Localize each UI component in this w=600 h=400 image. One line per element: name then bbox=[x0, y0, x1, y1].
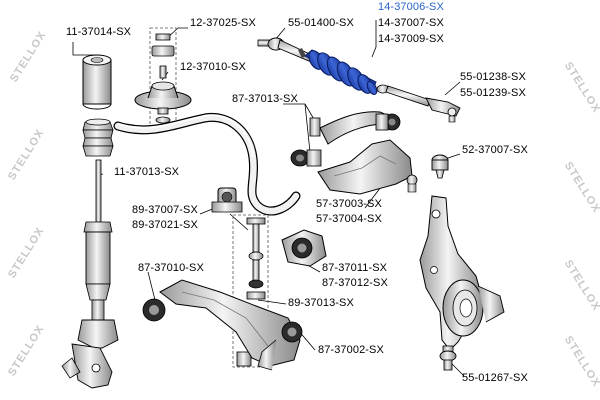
part-label-14-37006[interactable]: 14-37006-SX bbox=[378, 1, 444, 13]
part-label-55-01239[interactable]: 55-01239-SX bbox=[460, 87, 526, 99]
part-label-87-37011[interactable]: 87-37011-SX bbox=[322, 262, 388, 274]
part-label-87-37012[interactable]: 87-37012-SX bbox=[322, 277, 388, 289]
stabilizer-bar-icon bbox=[113, 112, 301, 216]
part-label-87-37010[interactable]: 87-37010-SX bbox=[138, 262, 204, 274]
part-label-89-37021[interactable]: 89-37021-SX bbox=[132, 219, 198, 231]
stabilizer-link-icon bbox=[236, 217, 266, 367]
part-label-12-37010[interactable]: 12-37010-SX bbox=[180, 61, 246, 73]
steering-rack-boot-icon bbox=[304, 49, 378, 96]
part-label-87-37013-upper[interactable]: 87-37013-SX bbox=[232, 93, 298, 105]
part-label-89-37013-lower[interactable]: 89-37013-SX bbox=[288, 297, 354, 309]
stabilizer-bushing-icon bbox=[211, 187, 243, 213]
shock-absorber-icon bbox=[61, 159, 119, 389]
bump-stop-cylinder-icon bbox=[82, 54, 112, 110]
lower-ball-joint-icon bbox=[439, 345, 457, 371]
part-label-14-37009[interactable]: 14-37009-SX bbox=[378, 33, 444, 45]
part-label-55-01267[interactable]: 55-01267-SX bbox=[462, 372, 528, 384]
part-label-57-37003[interactable]: 57-37003-SX bbox=[316, 198, 382, 210]
part-label-89-37007[interactable]: 89-37007-SX bbox=[132, 204, 198, 216]
part-label-55-01238[interactable]: 55-01238-SX bbox=[460, 71, 526, 83]
strut-boot-icon bbox=[82, 118, 114, 157]
arm-bushing-block-icon bbox=[281, 229, 327, 267]
part-label-52-37007[interactable]: 52-37007-SX bbox=[462, 144, 528, 156]
part-label-11-37014[interactable]: 11-37014-SX bbox=[66, 26, 132, 38]
part-label-12-37025[interactable]: 12-37025-SX bbox=[190, 17, 256, 29]
steering-knuckle-icon bbox=[419, 195, 505, 351]
part-label-87-37002[interactable]: 87-37002-SX bbox=[318, 344, 384, 356]
part-label-55-01400[interactable]: 55-01400-SX bbox=[288, 17, 354, 29]
upper-control-arm-icon bbox=[290, 111, 418, 195]
strut-mount-icon bbox=[134, 33, 192, 124]
outer-tie-rod-icon bbox=[376, 84, 461, 123]
ball-joint-icon bbox=[431, 154, 449, 179]
part-label-14-37007[interactable]: 14-37007-SX bbox=[378, 17, 444, 29]
lower-control-arm-icon bbox=[142, 279, 303, 371]
part-label-11-37013[interactable]: 11-37013-SX bbox=[114, 166, 180, 178]
part-label-57-37004[interactable]: 57-37004-SX bbox=[316, 213, 382, 225]
